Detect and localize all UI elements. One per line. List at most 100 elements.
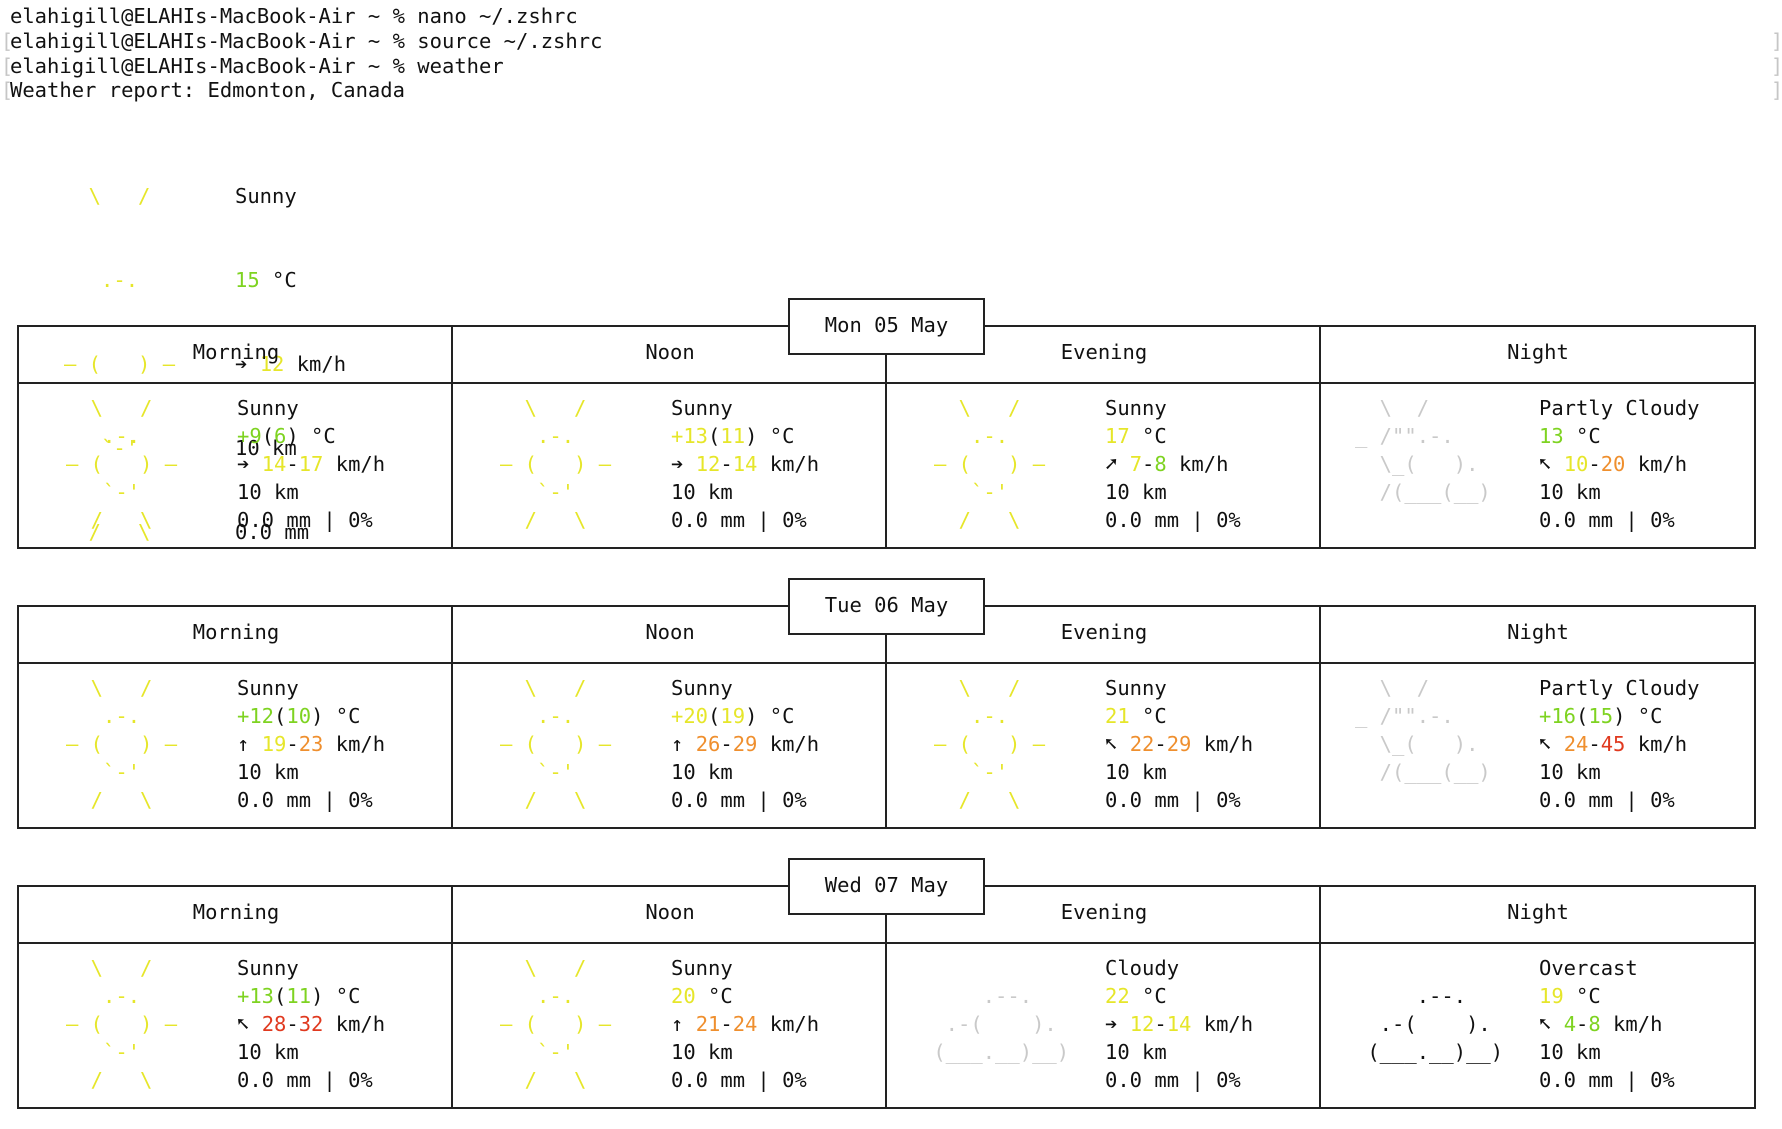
wind-arrow-icon: ➚ — [1099, 737, 1124, 751]
wind-arrow-icon: ➚ — [1533, 737, 1558, 751]
temperature: 21 °C — [1105, 704, 1167, 728]
line-mark: [ — [1, 78, 14, 102]
wind-arrow-icon: ➚ — [1533, 1017, 1558, 1031]
wind-arrow-icon: ↑ — [671, 732, 684, 756]
cloudy-icon: .--. .-( ). (___.__)__) — [921, 984, 1070, 1064]
period-label-morning: Morning — [192, 620, 280, 644]
wind: ➚ 4-8 km/h — [1533, 1012, 1663, 1036]
precipitation: 0.0 mm | 0% — [1539, 508, 1675, 532]
sunny-icon: \ / .-. ― ( ) ― `-' / \ — [500, 956, 612, 1092]
condition-text: Sunny — [671, 676, 733, 700]
visibility: 10 km — [1105, 760, 1167, 784]
column-divider — [1319, 887, 1321, 1107]
wind-arrow-icon: ↑ — [237, 732, 250, 756]
temperature: 20 °C — [671, 984, 733, 1008]
period-label-noon: Noon — [645, 340, 695, 364]
temperature: +16(15) °C — [1539, 704, 1663, 728]
visibility: 10 km — [237, 760, 299, 784]
weather-report-title: Weather report: Edmonton, Canada — [10, 78, 405, 102]
precipitation: 0.0 mm | 0% — [1539, 788, 1675, 812]
condition-text: Overcast — [1539, 956, 1638, 980]
wind-arrow-icon: ➚ — [1533, 457, 1558, 471]
date-label: Tue 06 May — [788, 578, 985, 635]
temperature: 17 °C — [1105, 424, 1167, 448]
sunny-icon: \ / .-. ― ( ) ― `-' / \ — [64, 184, 176, 544]
wind: ↑ 19-23 km/h — [237, 732, 386, 756]
sunny-icon: \ / .-. ― ( ) ― `-' / \ — [66, 396, 178, 532]
temperature: 19 °C — [1539, 984, 1601, 1008]
visibility: 10 km — [1105, 1040, 1167, 1064]
line-mark: [ — [1, 54, 14, 78]
condition-text: Partly Cloudy — [1539, 676, 1700, 700]
temperature: +20(19) °C — [671, 704, 795, 728]
period-label-night: Night — [1507, 340, 1569, 364]
precipitation: 0.0 mm | 0% — [1105, 1068, 1241, 1092]
wind: ➔ 12-14 km/h — [671, 452, 820, 476]
visibility: 10 km — [1539, 760, 1601, 784]
wind: ➚ 24-45 km/h — [1533, 732, 1688, 756]
temperature: +12(10) °C — [237, 704, 361, 728]
temperature: +13(11) °C — [237, 984, 361, 1008]
wind-arrow-icon: ➚ — [231, 1017, 256, 1031]
sunny-icon: \ / .-. ― ( ) ― `-' / \ — [934, 676, 1046, 812]
precipitation: 0.0 mm | 0% — [1105, 788, 1241, 812]
current-info: Sunny 15 °C ➔ 12 km/h 10 km 0.0 mm — [235, 126, 346, 602]
period-info: Sunny 21 °C ➚ 22-29 km/h 10 km 0.0 mm | 0% — [1099, 674, 1254, 814]
visibility: 10 km — [237, 1040, 299, 1064]
precipitation: 0.0 mm | 0% — [671, 1068, 807, 1092]
current-visibility: 10 km — [235, 436, 297, 460]
condition-text: Sunny — [671, 956, 733, 980]
period-label-evening: Evening — [1060, 340, 1148, 364]
precipitation: 0.0 mm | 0% — [1539, 1068, 1675, 1092]
wind: ➚ 22-29 km/h — [1099, 732, 1254, 756]
column-divider — [1319, 607, 1321, 827]
period-label-night: Night — [1507, 900, 1569, 924]
temperature: +13(11) °C — [671, 424, 795, 448]
temperature: 13 °C — [1539, 424, 1601, 448]
sunny-icon: \ / .-. ― ( ) ― `-' / \ — [500, 396, 612, 532]
wind-arrow-icon: ➔ — [671, 452, 684, 476]
visibility: 10 km — [1105, 480, 1167, 504]
wind-arrow-icon: ➚ — [1105, 452, 1118, 476]
condition-text: Sunny — [1105, 676, 1167, 700]
wind-arrow-icon: ➔ — [237, 452, 250, 476]
temperature: 22 °C — [1105, 984, 1167, 1008]
column-divider — [451, 887, 453, 1107]
visibility: 10 km — [671, 1040, 733, 1064]
wind-arrow-icon: ↑ — [671, 1012, 684, 1036]
column-divider — [885, 327, 887, 547]
period-label-noon: Noon — [645, 620, 695, 644]
period-label-morning: Morning — [192, 900, 280, 924]
sunny-icon: \ / .-. ― ( ) ― `-' / \ — [934, 396, 1046, 532]
current-wind: ➔ 12 km/h — [235, 352, 347, 376]
condition-text: Cloudy — [1105, 956, 1180, 980]
terminal-line-1: elahigill@ELAHIs-MacBook-Air ~ % nano ~/… — [10, 4, 578, 28]
wind: ➚ 10-20 km/h — [1533, 452, 1688, 476]
temperature: +9(6) °C — [237, 424, 336, 448]
precipitation: 0.0 mm | 0% — [671, 508, 807, 532]
visibility: 10 km — [671, 480, 733, 504]
period-info: Sunny +13(11) °C ➔ 12-14 km/h 10 km 0.0 mm |… — [671, 394, 819, 534]
sunny-icon: \ / .-. ― ( ) ― `-' / \ — [66, 956, 178, 1092]
wind-arrow-icon: ➔ — [1105, 1012, 1118, 1036]
wind: ➔ 12-14 km/h — [1105, 1012, 1254, 1036]
period-info: Cloudy 22 °C ➔ 12-14 km/h 10 km 0.0 mm | 0% — [1105, 954, 1253, 1094]
period-label-evening: Evening — [1060, 620, 1148, 644]
wind: ➔ 14-17 km/h — [237, 452, 386, 476]
column-divider — [885, 607, 887, 827]
wind: ↑ 21-24 km/h — [671, 1012, 820, 1036]
condition-text: Sunny — [237, 676, 299, 700]
condition-text: Sunny — [671, 396, 733, 420]
wind: ➚ 7-8 km/h — [1105, 452, 1229, 476]
